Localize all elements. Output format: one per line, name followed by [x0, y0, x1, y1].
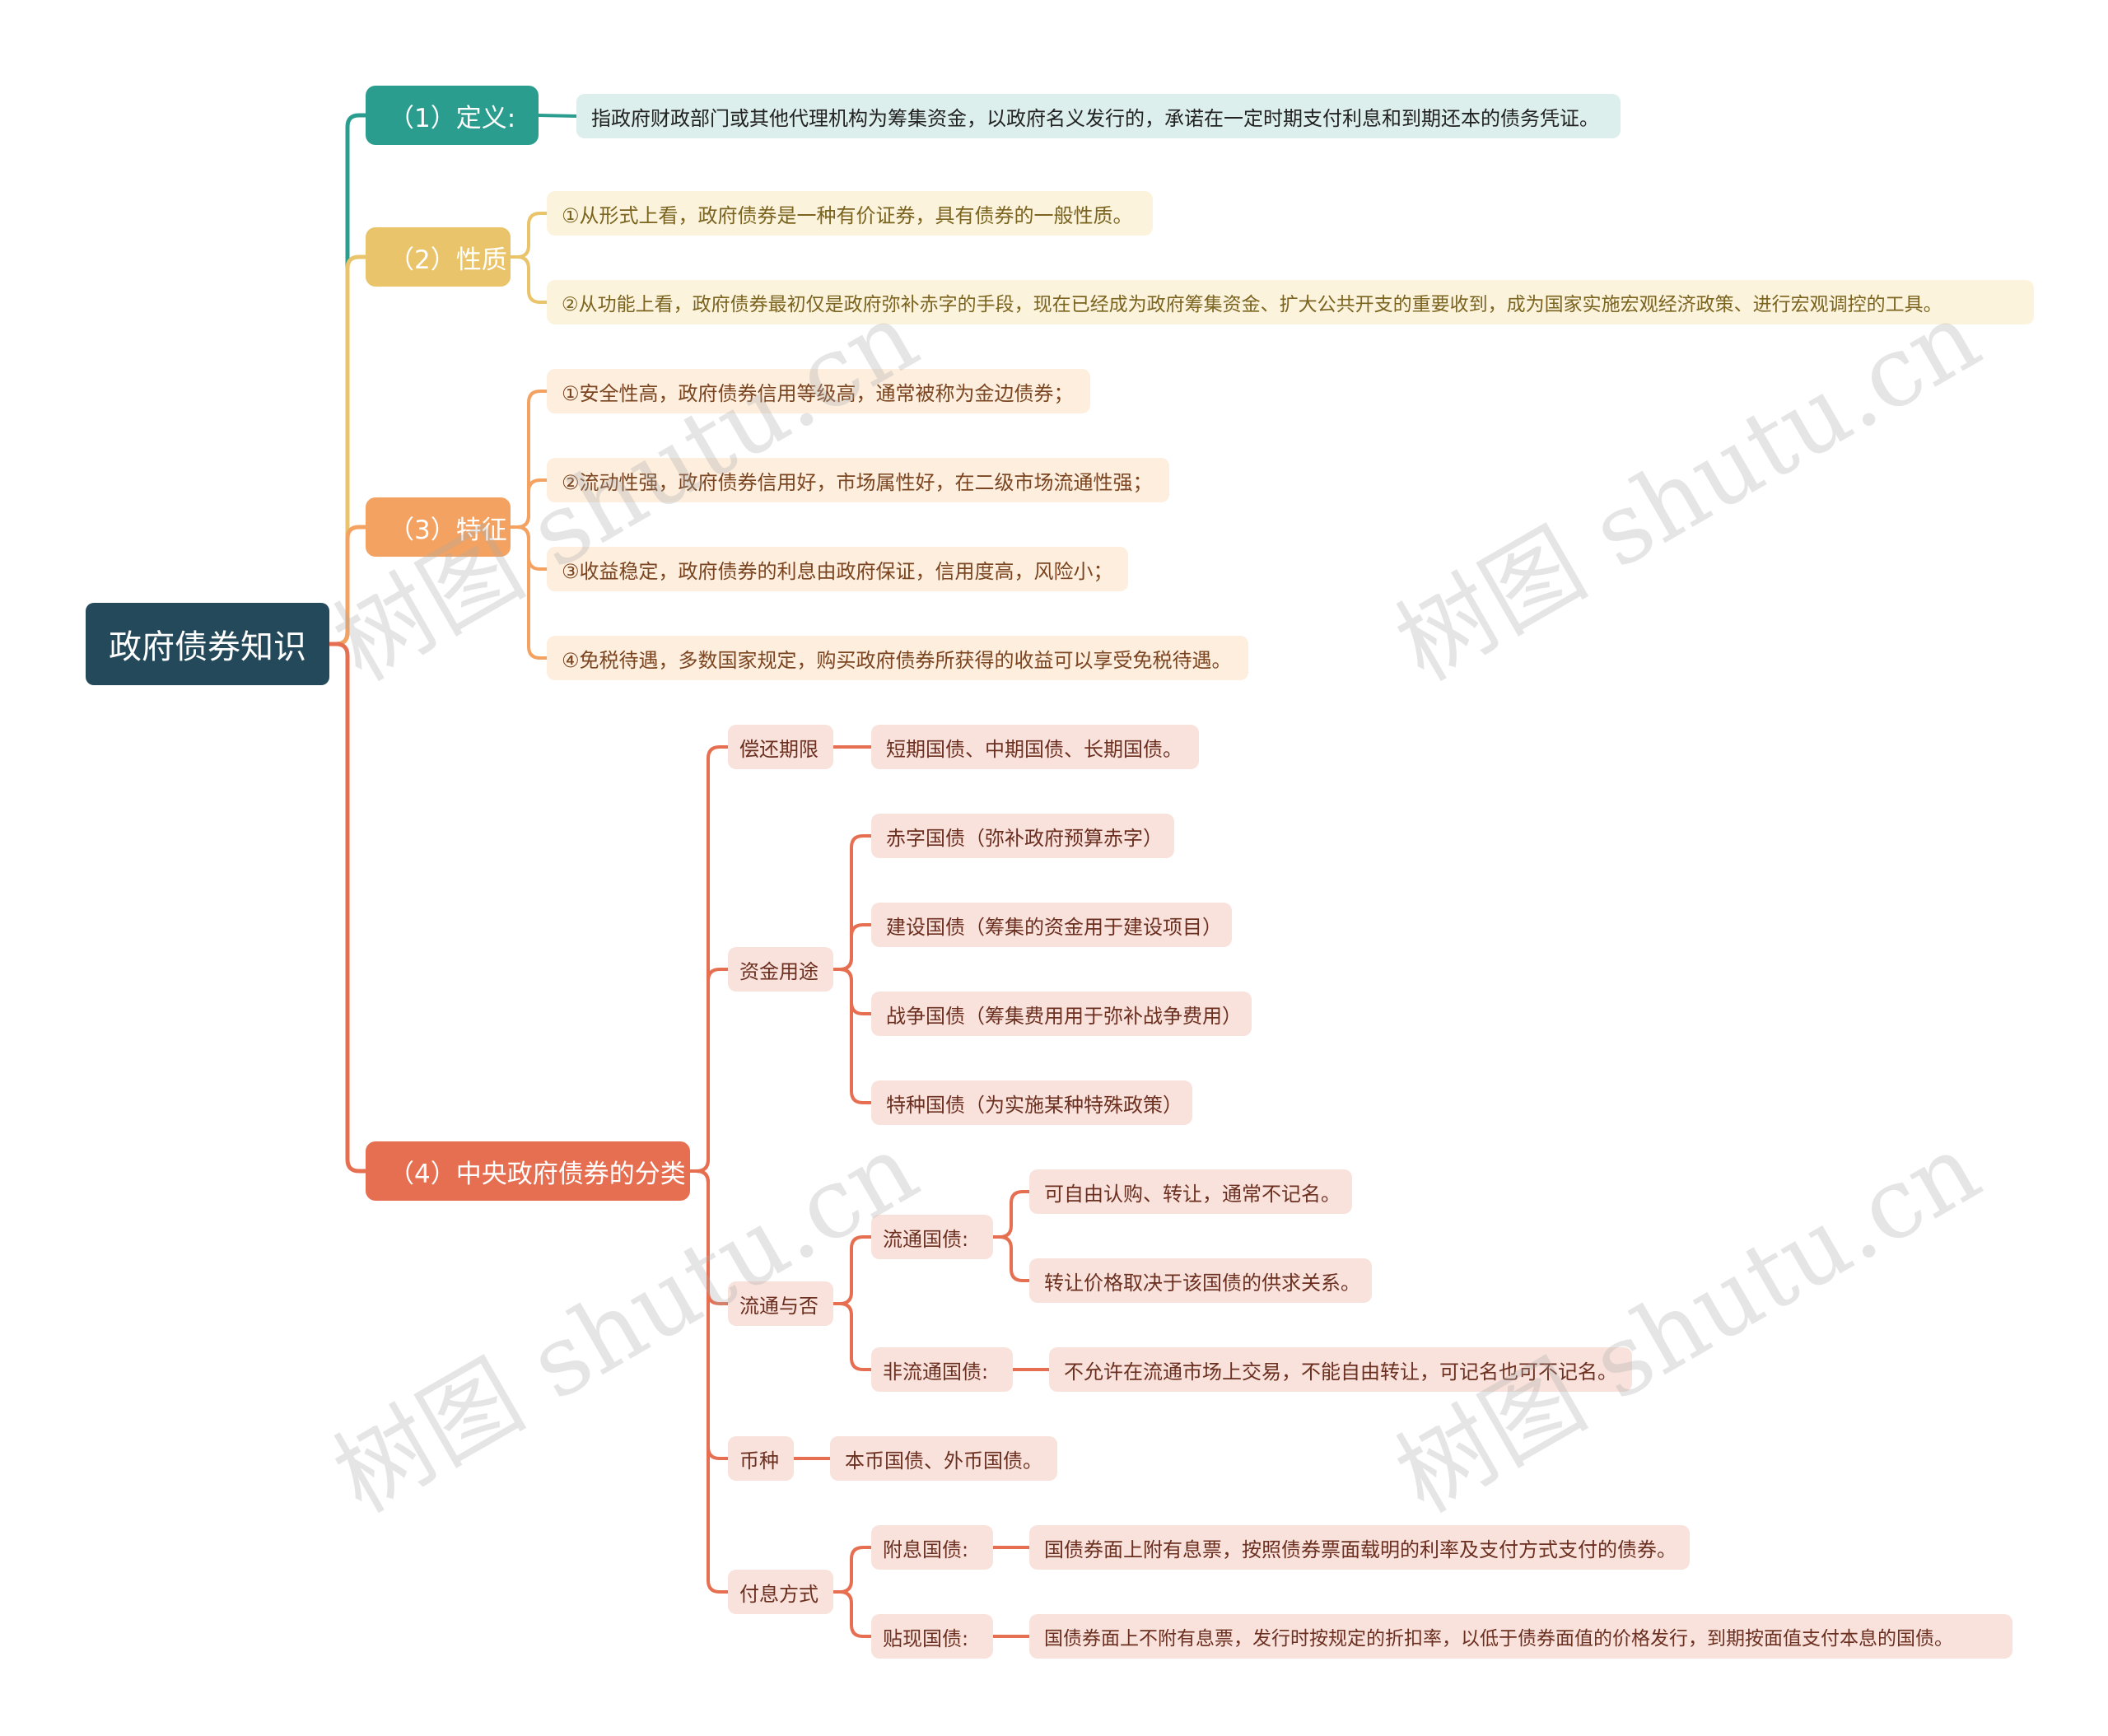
- link-nature-1: [509, 212, 548, 259]
- branch-classification[interactable]: （4）中央政府债券的分类: [366, 1141, 690, 1201]
- link-class-interest: [688, 1169, 730, 1594]
- link-negotiable-1: [991, 1190, 1031, 1239]
- definition-text[interactable]: 指政府财政部门或其他代理机构为筹集资金，以政府名义发行的，承诺在一定时期支付利息…: [576, 94, 1621, 138]
- coupon-detail[interactable]: 国债券面上附有息票，按照债券票面载明的利率及支付方式支付的债券。: [1029, 1525, 1690, 1570]
- negotiable-item-1[interactable]: 可自由认购、转让，通常不记名。: [1029, 1169, 1352, 1214]
- link-class-use: [688, 968, 730, 1173]
- use-item-1[interactable]: 赤字国债（弥补政府预算赤字）: [871, 814, 1174, 858]
- class-interest[interactable]: 付息方式: [728, 1570, 833, 1614]
- nature-item-2[interactable]: ②从功能上看，政府债券最初仅是政府弥补赤字的手段，现在已经成为政府筹集资金、扩大…: [547, 280, 2034, 324]
- branch-definition[interactable]: （1）定义:: [366, 86, 539, 145]
- use-item-4[interactable]: 特种国债（为实施某种特殊政策）: [871, 1080, 1192, 1125]
- class-circulation[interactable]: 流通与否: [728, 1281, 833, 1326]
- coupon-bond[interactable]: 附息国债:: [871, 1525, 993, 1570]
- currency-detail[interactable]: 本币国债、外币国债。: [830, 1436, 1057, 1481]
- negotiable-bond[interactable]: 流通国债:: [871, 1215, 993, 1259]
- class-term[interactable]: 偿还期限: [728, 725, 833, 769]
- class-currency[interactable]: 币种: [728, 1436, 794, 1481]
- discount-bond[interactable]: 贴现国债:: [871, 1614, 993, 1659]
- feature-item-2[interactable]: ②流动性强，政府债券信用好，市场属性好，在二级市场流通性强；: [547, 458, 1169, 502]
- non-negotiable-detail[interactable]: 不允许在流通市场上交易，不能自由转让，可记名也可不记名。: [1049, 1347, 1632, 1392]
- link-feature-2: [509, 478, 548, 529]
- link-use-4: [832, 968, 873, 1104]
- root-topic[interactable]: 政府债券知识: [86, 603, 329, 685]
- term-detail[interactable]: 短期国债、中期国债、长期国债。: [871, 725, 1199, 769]
- use-item-2[interactable]: 建设国债（筹集的资金用于建设项目）: [871, 903, 1232, 947]
- link-negotiable-2: [991, 1235, 1031, 1282]
- link-coupon: [832, 1546, 873, 1594]
- link-root-features: [327, 525, 368, 646]
- non-negotiable-bond[interactable]: 非流通国债:: [871, 1347, 1013, 1392]
- link-negotiable: [832, 1235, 873, 1305]
- feature-item-1[interactable]: ①安全性高，政府债券信用等级高，通常被称为金边债券；: [547, 369, 1090, 413]
- link-nature-2: [509, 255, 548, 304]
- branch-nature[interactable]: （2）性质: [366, 227, 511, 287]
- feature-item-4[interactable]: ④免税待遇，多数国家规定，购买政府债券所获得的收益可以享受免税待遇。: [547, 636, 1248, 680]
- link-non-negotiable: [832, 1302, 873, 1371]
- feature-item-3[interactable]: ③收益稳定，政府债券的利息由政府保证，信用度高，风险小；: [547, 547, 1128, 591]
- nature-item-1[interactable]: ①从形式上看，政府债券是一种有价证券，具有债券的一般性质。: [547, 191, 1153, 236]
- link-use-2: [832, 923, 873, 971]
- negotiable-item-2[interactable]: 转让价格取决于该国债的供求关系。: [1029, 1258, 1372, 1303]
- branch-features[interactable]: （3）特征: [366, 497, 511, 557]
- link-definition-text: [537, 114, 578, 118]
- use-item-3[interactable]: 战争国债（筹集费用用于弥补战争费用）: [871, 992, 1252, 1036]
- class-use[interactable]: 资金用途: [728, 947, 833, 992]
- discount-detail[interactable]: 国债券面上不附有息票，发行时按规定的折扣率，以低于债券面值的价格发行，到期按面值…: [1029, 1614, 2012, 1659]
- link-root-classification: [327, 642, 368, 1174]
- link-feature-4: [509, 525, 548, 660]
- link-discount: [832, 1590, 873, 1638]
